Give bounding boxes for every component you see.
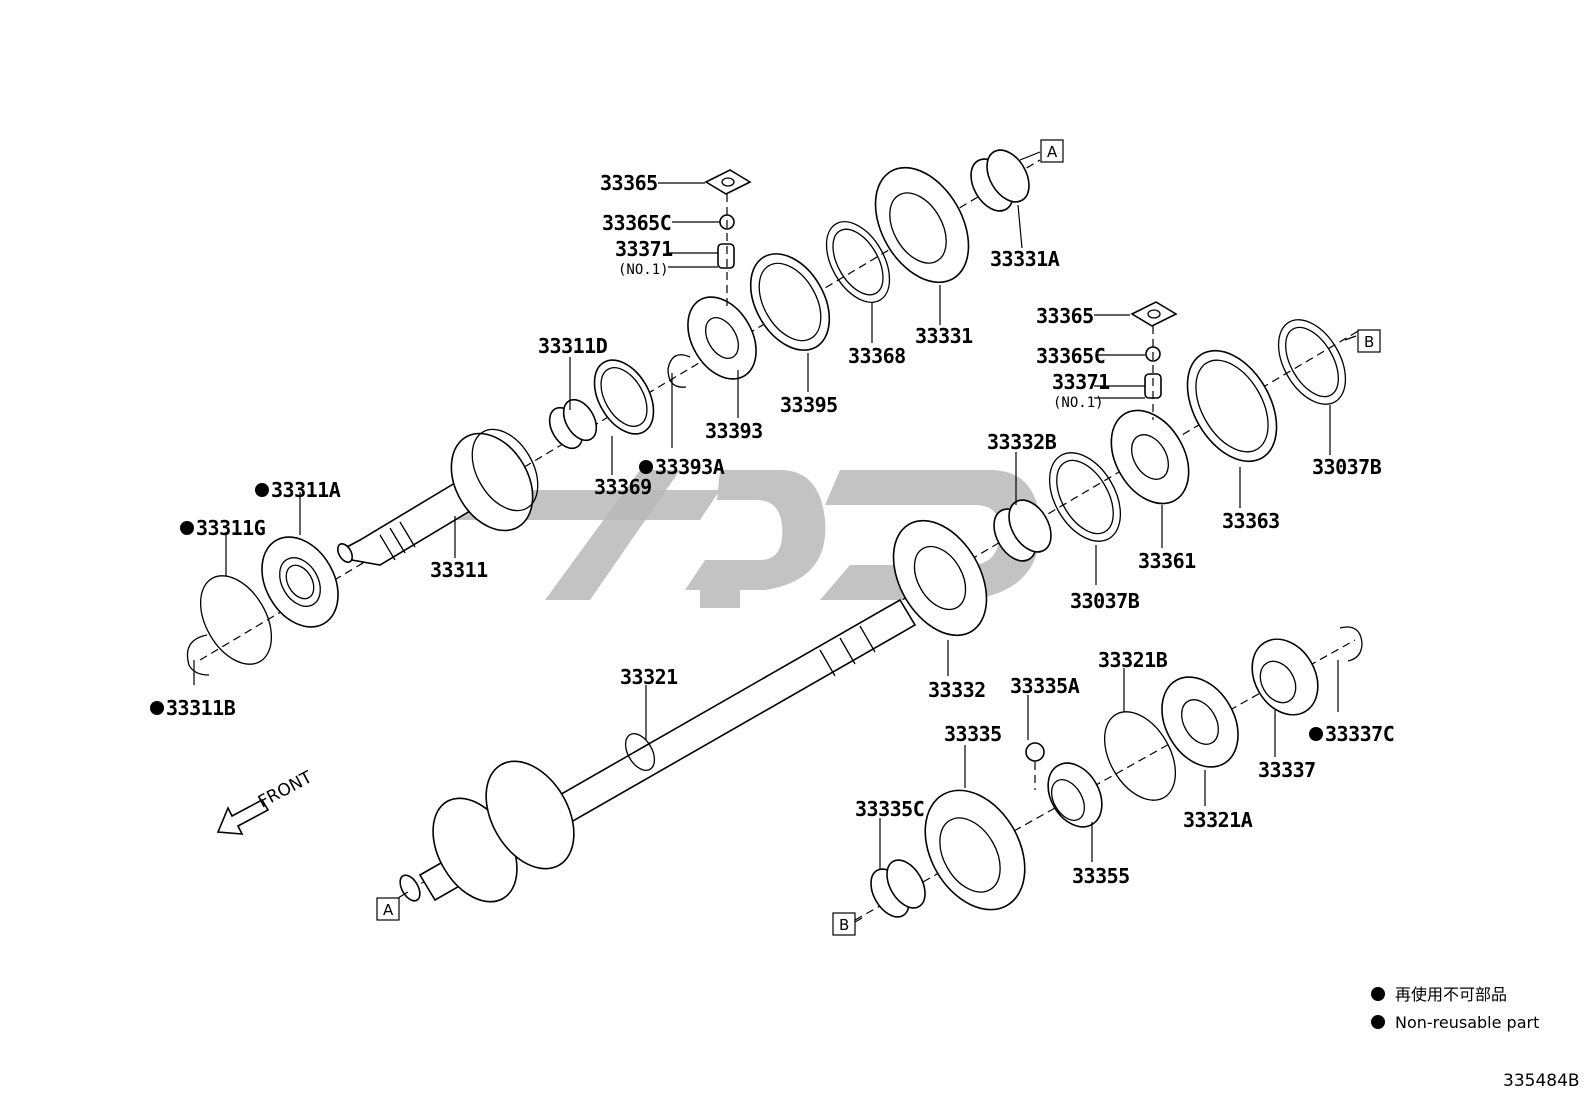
label-33335: 33335 [944, 722, 1002, 746]
label-33331: 33331 [915, 324, 973, 348]
hub-33361 [1110, 409, 1190, 505]
nonreusable-dot-33311a [255, 483, 269, 497]
detent-mid [1130, 301, 1178, 420]
legend-dot-jp [1371, 987, 1385, 1001]
snap-ring-33311b [186, 634, 210, 676]
label-33321: 33321 [620, 665, 678, 689]
snap-ring-33393a [667, 354, 691, 388]
label-33371-mid-sub: (NO.1) [1053, 395, 1104, 411]
label-33331a: 33331A [990, 247, 1060, 271]
legend-english: Non-reusable part [1395, 1013, 1539, 1032]
label-33371-mid: 33371 [1052, 370, 1110, 394]
label-33393a: 33393A [655, 455, 725, 479]
label-33369: 33369 [594, 475, 652, 499]
label-33037b-right: 33037B [1312, 455, 1382, 479]
shaft-33311 [336, 428, 539, 566]
marker-a-bottom: A [383, 901, 394, 919]
label-33332b: 33332B [987, 430, 1057, 454]
label-33371-top: 33371 [615, 237, 673, 261]
boxed-markers: A B A B [376, 139, 1381, 936]
label-33395: 33395 [780, 393, 838, 417]
marker-a-top: A [1047, 143, 1058, 161]
label-33363: 33363 [1222, 509, 1280, 533]
needle-bearing-33335c [870, 859, 926, 918]
label-33365-top: 33365 [600, 171, 658, 195]
ring-33037b-right [1277, 319, 1347, 405]
label-33337: 33337 [1258, 758, 1316, 782]
diagram-reference: 335484B [1503, 1071, 1580, 1091]
ring-33311g [199, 575, 273, 665]
ring-33369 [593, 359, 655, 435]
label-33311g: 33311G [196, 516, 266, 540]
label-33311: 33311 [430, 558, 488, 582]
lower-right-group [854, 626, 1363, 921]
label-33361: 33361 [1138, 549, 1196, 573]
label-33368: 33368 [848, 344, 906, 368]
label-33321b: 33321B [1098, 648, 1168, 672]
bearing-33321a [1161, 676, 1239, 768]
leader-lines [193, 151, 1357, 923]
label-33311d: 33311D [538, 334, 608, 358]
label-33335a: 33335A [1010, 674, 1080, 698]
needle-bearing-33332b [993, 499, 1052, 562]
sleeve-33395 [749, 253, 831, 351]
label-33321a: 33321A [1183, 808, 1253, 832]
nonreusable-dot-33311b [150, 701, 164, 715]
part-labels: 33365 33365C 33371 (NO.1) 33331A 33331 3… [150, 171, 1395, 888]
nonreusable-dot-33311g [180, 521, 194, 535]
marker-b-top: B [1364, 333, 1374, 351]
needle-bearing-33311d [548, 398, 598, 450]
ring-33321b [1103, 711, 1177, 801]
label-33365c-top: 33365C [602, 211, 671, 235]
label-33337c: 33337C [1325, 722, 1394, 746]
shaft-33321 [399, 598, 917, 903]
detent-top [704, 169, 752, 310]
label-33311b: 33311B [166, 696, 236, 720]
legend: 再使用不可部品 Non-reusable part [1371, 985, 1539, 1032]
bearing-33332 [892, 519, 988, 637]
shaft-33321-group [399, 319, 1361, 903]
snap-ring-33337c [1339, 626, 1363, 662]
gear-33331 [874, 166, 970, 284]
bearing-33331a [970, 149, 1030, 212]
label-33037b-mid: 33037B [1070, 589, 1140, 613]
marker-b-bottom: B [839, 916, 849, 934]
nonreusable-dot-33393a [639, 460, 653, 474]
label-33365-mid: 33365 [1036, 304, 1094, 328]
label-33311a: 33311A [271, 478, 341, 502]
label-33371-top-sub: (NO.1) [618, 262, 669, 278]
ring-33037b-mid [1048, 452, 1122, 542]
shaft-33311-group [186, 149, 1041, 676]
gear-33335 [924, 789, 1026, 911]
bearing-33337 [1251, 638, 1319, 716]
sleeve-33363 [1186, 349, 1278, 463]
label-33365c-mid: 33365C [1036, 344, 1105, 368]
legend-japanese: 再使用不可部品 [1395, 985, 1507, 1004]
label-33355: 33355 [1072, 864, 1130, 888]
front-arrow: FRONT [216, 767, 316, 835]
label-33335c: 33335C [855, 797, 924, 821]
legend-dot-en [1371, 1015, 1385, 1029]
bearing-33311a [261, 536, 339, 628]
nonreusable-dot-33337c [1309, 727, 1323, 741]
label-33332: 33332 [928, 678, 986, 702]
hub-33393 [687, 296, 757, 380]
label-33393: 33393 [705, 419, 763, 443]
ring-33368 [825, 221, 891, 303]
svg-text:FRONT: FRONT [255, 767, 316, 812]
sleeve-33355 [1047, 762, 1103, 828]
